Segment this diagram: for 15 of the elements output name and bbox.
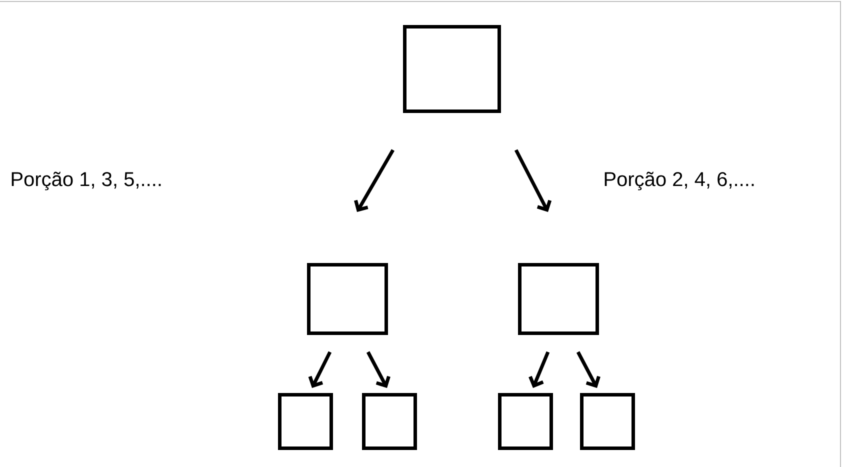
portion-label: Porção 1, 3, 5,.... [12, 172, 161, 190]
box [518, 263, 599, 335]
portion-label: Porção 2, 4, 6,.... [604, 172, 754, 190]
arrow [528, 351, 550, 388]
arrow [354, 149, 395, 212]
box [278, 393, 333, 450]
box [307, 263, 388, 335]
arrow [576, 351, 600, 388]
arrow [366, 351, 390, 388]
box [580, 393, 635, 450]
box [498, 393, 553, 450]
box [362, 393, 417, 450]
arrow [514, 149, 552, 212]
arrow [308, 351, 332, 388]
box [403, 25, 501, 113]
